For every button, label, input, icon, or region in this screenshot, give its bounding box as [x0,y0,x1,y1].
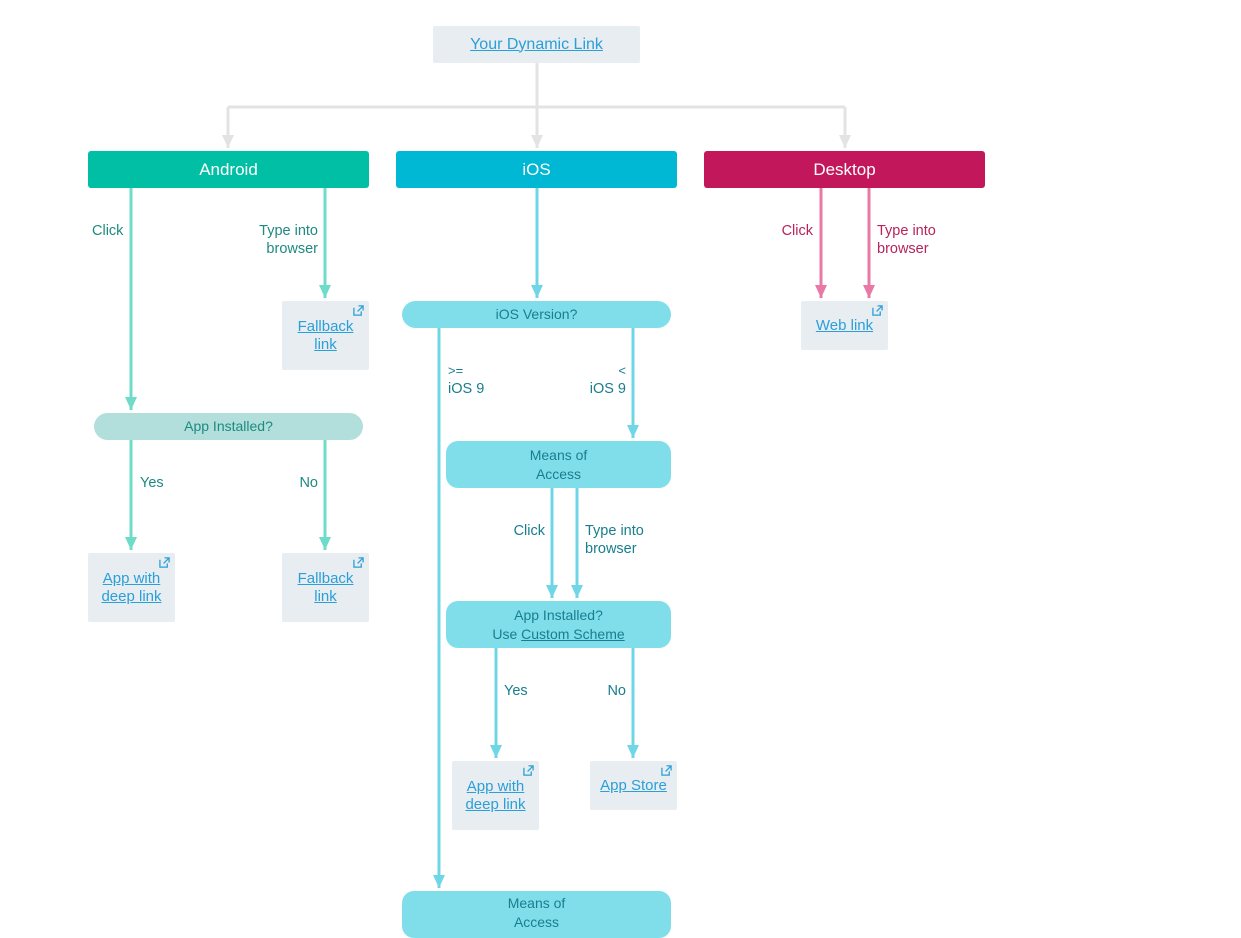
external-link-icon [523,765,534,776]
android-type-label-2: browser [266,241,318,257]
ios-app-deep-link[interactable]: App with deep link [465,778,525,814]
ios-ge-label-2: iOS 9 [448,381,485,397]
ios-app-installed: App Installed? Use Custom Scheme [446,601,671,648]
desktop-header: Desktop [704,151,985,188]
android-yes-label: Yes [140,475,164,491]
ios-means-of-access-b: Means of Access [402,891,671,938]
ios-means-b-text-2: Access [513,914,560,930]
android-fallback-link[interactable]: Fallback link [298,318,354,354]
android-click-label: Click [92,223,124,239]
android-app-deep-link-box: App with deep link [88,553,175,622]
android-app-deep-link[interactable]: App with deep link [101,570,161,606]
external-link-icon [661,765,672,776]
android-app-deep-text-1: App with [102,569,161,587]
ios-type-label-1: Type into [585,523,644,539]
desktop-type-label-1: Type into [877,223,936,239]
external-link-icon [353,557,364,568]
root-link-box: Your Dynamic Link [433,26,640,63]
ios-version-pill: iOS Version? [402,301,671,328]
ios-app-store-box: App Store [590,761,677,810]
ios-means-of-access: Means of Access [446,441,671,488]
android-fallback-b-box: Fallback link [282,553,369,622]
android-app-installed: App Installed? [94,413,363,440]
ios-means-b-text-1: Means of [507,895,566,911]
ios-installed-text-1: App Installed? [514,606,603,623]
ios-header: iOS [396,151,677,188]
your-dynamic-link[interactable]: Your Dynamic Link [470,35,603,53]
android-fallback-text-1: Fallback [297,317,354,335]
ios-type-label-2: browser [585,541,637,557]
desktop-type-label-2: browser [877,241,929,257]
desktop-web-link-box: Web link [801,301,888,350]
ios-yes-label: Yes [504,683,528,699]
android-no-label: No [299,475,318,491]
android-fallback-b-text-2: link [314,587,337,605]
ios-means-text-2: Access [535,465,582,482]
ios-connectors [433,188,639,888]
external-link-icon [159,557,170,568]
ios-app-deep-text-1: App with [466,777,525,795]
android-fallback-b-text-1: Fallback [297,569,354,587]
ios-ge-label-1: >= [448,363,464,378]
external-link-icon [353,305,364,316]
android-fallback-text-2: link [314,335,337,353]
android-app-deep-text-2: deep link [101,587,162,605]
external-link-icon [872,305,883,316]
ios-installed-line-2: Use Custom Scheme [492,625,624,644]
ios-no-label: No [607,683,626,699]
root-connectors [222,62,851,148]
ios-app-deep-text-2: deep link [465,795,526,813]
connector-lines [125,62,875,888]
custom-scheme-link[interactable]: Custom Scheme [521,625,625,642]
desktop-web-link[interactable]: Web link [815,316,874,334]
android-type-label-1: Type into [259,223,318,239]
ios-lt-label-1: < [618,363,626,378]
ios-means-text-1: Means of [529,446,588,463]
android-connectors [125,188,331,550]
android-fallback-b-link[interactable]: Fallback link [298,570,354,606]
ios-app-deep-link-box: App with deep link [452,761,539,830]
ios-click-label: Click [513,523,545,539]
flow-diagram: Your Dynamic Link Android iOS Desktop Cl… [88,26,985,938]
ios-lt-label-2: iOS 9 [589,381,626,397]
android-fallback-box: Fallback link [282,301,369,370]
desktop-click-label: Click [781,223,813,239]
ios-installed-use: Use [492,625,518,642]
ios-app-store-link[interactable]: App Store [600,776,667,794]
android-header: Android [88,151,369,188]
desktop-connectors [815,188,875,298]
